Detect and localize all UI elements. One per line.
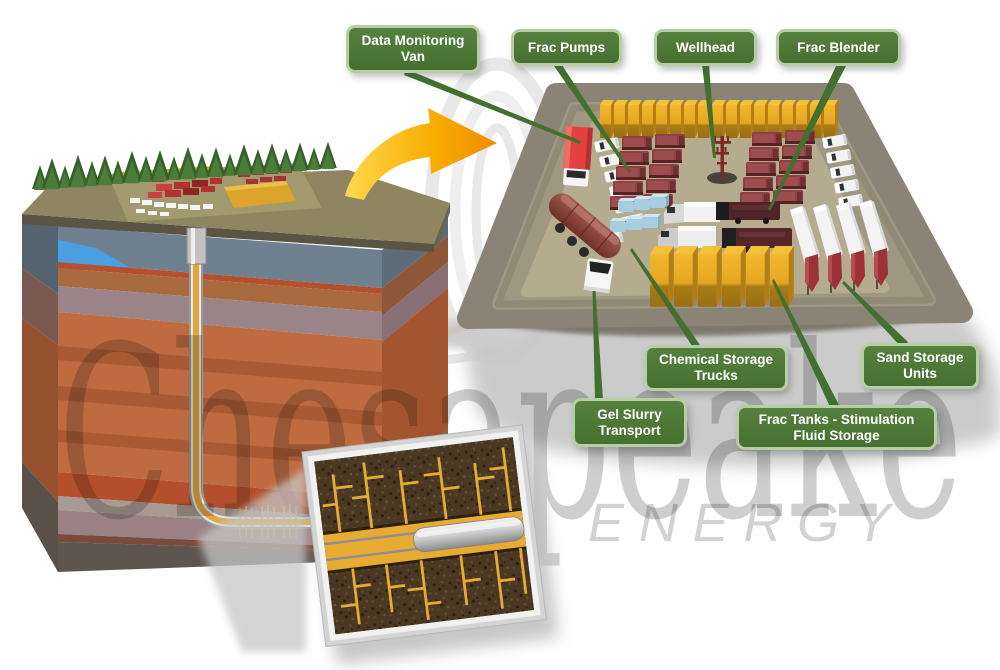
gel-slurry-tanker-graphic (548, 193, 621, 294)
chemical-storage-group (610, 194, 720, 250)
callout-sand-storage-units: Sand Storage Units (861, 343, 979, 389)
callout-label: Frac Blender (797, 39, 880, 55)
frac-blender-group (716, 202, 792, 253)
zoom-arrow (345, 108, 497, 200)
callout-label: Wellhead (675, 39, 736, 55)
callout-label: Sand Storage Units (876, 350, 964, 381)
callout-frac-pumps: Frac Pumps (511, 29, 622, 66)
fracture-network (322, 447, 528, 625)
callout-wellhead: Wellhead (654, 29, 757, 66)
callout-label: Chemical Storage Trucks (658, 352, 774, 383)
wellhead-graphic (707, 136, 737, 184)
callout-label: Frac Tanks - Stimulation Fluid Storage (758, 411, 915, 443)
callout-data-monitoring-van: Data Monitoring Van (346, 25, 480, 73)
callout-connectors (404, 62, 908, 409)
callout-frac-tanks: Frac Tanks - Stimulation Fluid Storage (736, 405, 937, 450)
fracture-inset (198, 424, 559, 665)
callout-label: Frac Pumps (527, 39, 606, 55)
callout-frac-blender: Frac Blender (776, 29, 901, 66)
callout-label: Gel Slurry Transport (597, 406, 662, 438)
callout-chemical-storage-trucks: Chemical Storage Trucks (644, 345, 788, 391)
callout-label: Data Monitoring Van (361, 33, 465, 64)
callout-gel-slurry-transport: Gel Slurry Transport (572, 398, 687, 447)
